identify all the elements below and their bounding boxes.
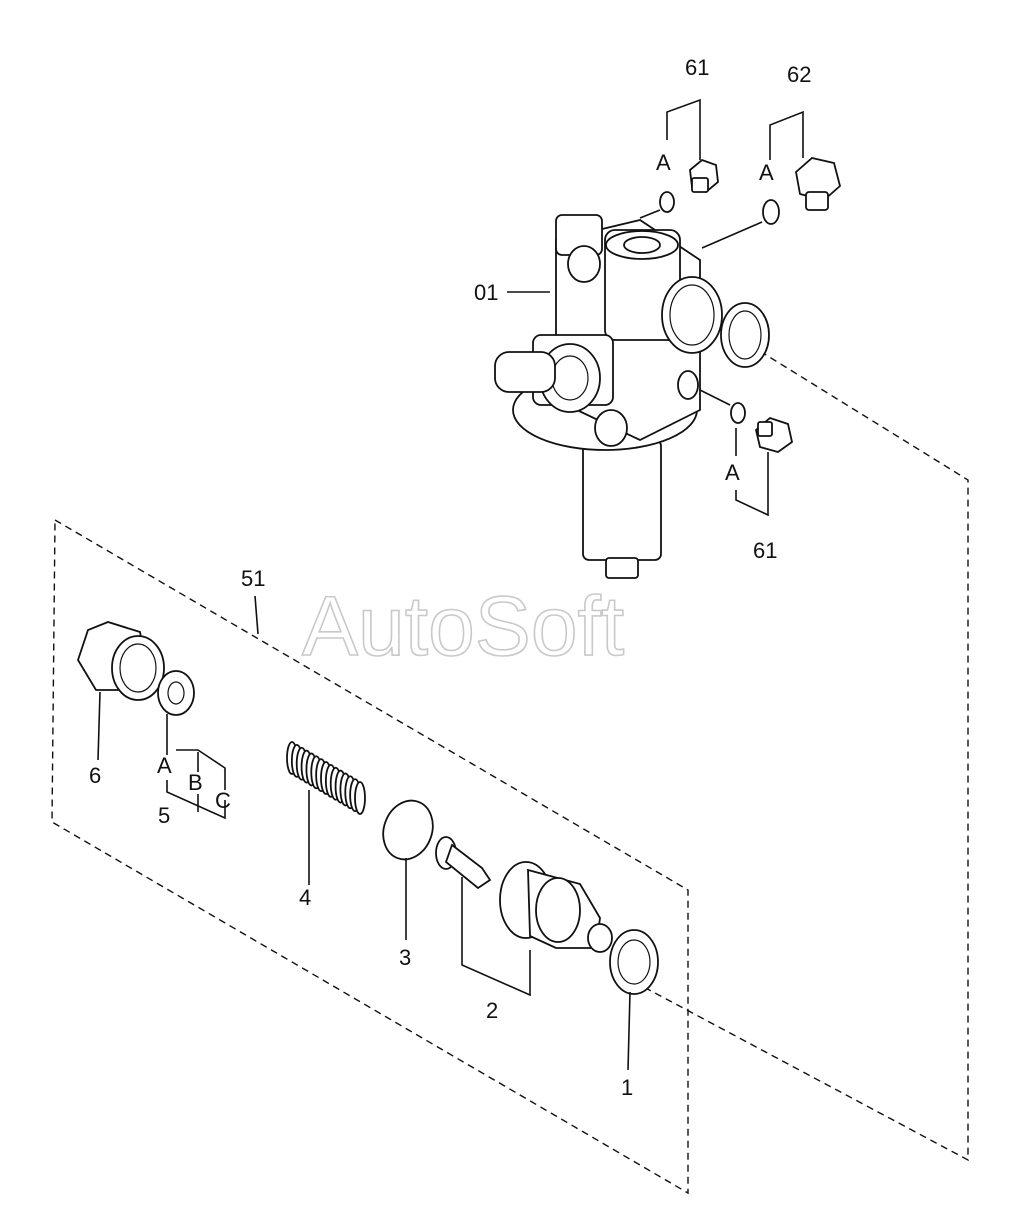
label-5: 5 bbox=[158, 803, 170, 828]
label-62: 62 bbox=[787, 62, 811, 87]
label-a-right: A bbox=[725, 460, 740, 485]
label-3: 3 bbox=[399, 945, 411, 970]
assembly-dash-line bbox=[639, 344, 969, 1162]
valve-body-01 bbox=[494, 214, 770, 579]
label-b-left: B bbox=[188, 770, 203, 795]
washer-5 bbox=[157, 670, 195, 716]
o-ring-a-top1 bbox=[659, 191, 675, 213]
label-61-top: 61 bbox=[685, 55, 709, 80]
label-61-right: 61 bbox=[753, 538, 777, 563]
label-c-left: C bbox=[215, 788, 231, 813]
o-ring-3 bbox=[382, 799, 434, 861]
spring-4 bbox=[286, 741, 366, 815]
o-ring-a-right bbox=[730, 402, 746, 424]
label-a-top1: A bbox=[656, 150, 671, 175]
watermark: AutoSoft bbox=[302, 579, 624, 673]
plug-62 bbox=[795, 157, 842, 211]
label-1: 1 bbox=[621, 1075, 633, 1100]
washer-1 bbox=[609, 929, 659, 995]
kit-boundary-51 bbox=[51, 518, 689, 1195]
plug-61-right bbox=[754, 416, 794, 453]
label-51: 51 bbox=[241, 566, 265, 591]
label-01: 01 bbox=[474, 280, 498, 305]
label-4: 4 bbox=[299, 885, 311, 910]
spring-coil bbox=[354, 781, 366, 815]
label-6: 6 bbox=[89, 763, 101, 788]
plug-61-top bbox=[689, 158, 719, 194]
label-a-top2: A bbox=[759, 160, 774, 185]
o-ring-a-top2 bbox=[762, 199, 780, 225]
label-2: 2 bbox=[486, 998, 498, 1023]
poppet-2 bbox=[435, 836, 613, 953]
label-a-left: A bbox=[157, 753, 172, 778]
plug-6 bbox=[77, 621, 165, 701]
